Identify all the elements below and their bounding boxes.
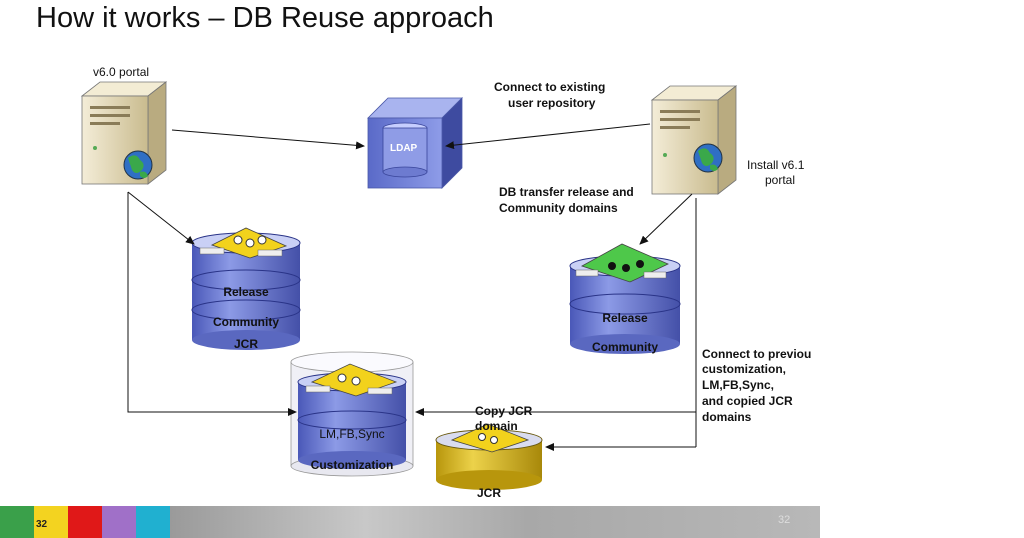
ldap-label: LDAP — [390, 143, 418, 154]
annotation-connect-prev-5: domains — [702, 410, 752, 424]
connectors — [127, 123, 697, 451]
annotation-copy-jcr-1: Copy JCR — [475, 404, 533, 418]
jcr-copy-db-label: JCR — [476, 486, 501, 500]
footer-block-cyan — [136, 506, 170, 538]
footer-photo-strip — [170, 506, 820, 538]
annotation-db-transfer-2: Community domains — [499, 201, 618, 215]
new-db-release-label: Release — [602, 311, 648, 325]
jcr-copy-db — [435, 423, 543, 490]
old-db-stack — [191, 227, 301, 350]
old-db-release-label: Release — [223, 285, 269, 299]
old-db-community-label: Community — [213, 315, 279, 329]
footer-block-red — [68, 506, 102, 538]
server-v60-icon — [80, 81, 168, 185]
annotation-db-transfer-1: DB transfer release and — [499, 185, 634, 199]
new-db-stack — [569, 243, 681, 354]
footer-block-purple — [102, 506, 136, 538]
annotation-connect-prev-1: Connect to previou — [702, 347, 812, 361]
footer-strip — [0, 506, 820, 538]
annotation-connect-prev-4: and copied JCR — [702, 394, 793, 408]
annotation-connect-prev-3: LM,FB,Sync, — [702, 378, 775, 392]
v61-portal-label-line2: portal — [765, 173, 796, 187]
new-db-community-label: Community — [592, 340, 658, 354]
customization-db — [290, 351, 414, 477]
v60-portal-label: v6.0 portal — [93, 65, 150, 79]
old-db-jcr-label: JCR — [233, 337, 258, 351]
page-number-badge: 32 — [36, 519, 48, 530]
annotation-connect-repo-1: Connect to existing — [494, 80, 606, 94]
v61-portal-label-line1: Install v6.1 — [747, 158, 805, 172]
architecture-diagram — [80, 81, 738, 490]
footer-block-green — [0, 506, 34, 538]
annotation-connect-prev-2: customization, — [702, 362, 787, 376]
customization-db-lm-label: LM,FB,Sync — [319, 427, 385, 441]
footer-block-yellow — [34, 506, 68, 538]
annotation-connect-repo-2: user repository — [508, 96, 596, 110]
server-v61-icon — [650, 85, 738, 195]
annotation-copy-jcr-2: domain — [475, 419, 518, 433]
ldap-box — [367, 97, 463, 189]
page-number-right: 32 — [778, 514, 791, 526]
customization-db-label: Customization — [310, 458, 394, 472]
page-title: How it works – DB Reuse approach — [36, 2, 494, 34]
